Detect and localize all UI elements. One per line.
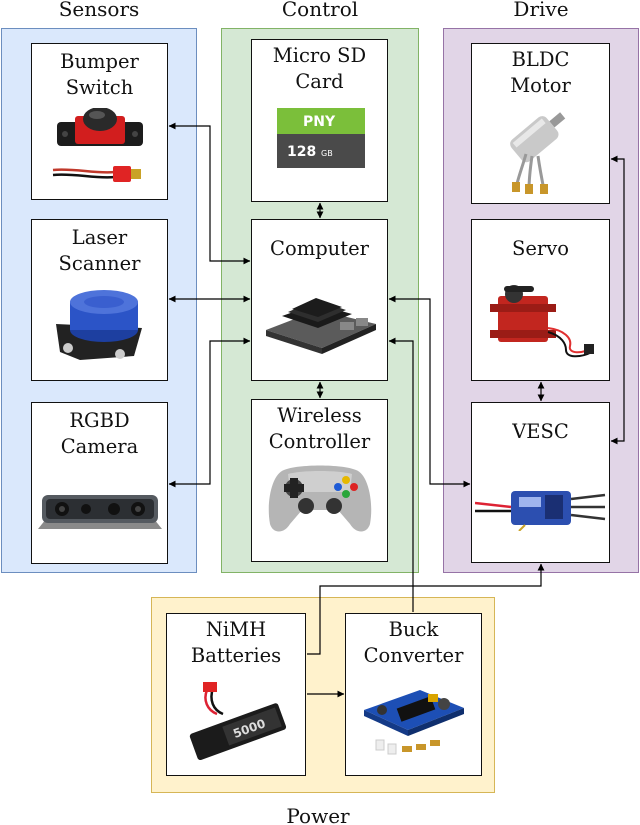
laser-scanner-node: Laser Scanner <box>31 219 168 381</box>
computer-node: Computer <box>251 219 388 381</box>
sd-card-brand: PNY <box>303 114 336 130</box>
drive-group-title: Drive <box>513 0 569 21</box>
motor-icon <box>510 112 566 194</box>
depth-camera-icon <box>38 495 162 529</box>
gamepad-icon <box>268 465 372 532</box>
sd-card-icon: PNY 128 GB <box>277 108 365 168</box>
control-group-title: Control <box>281 0 359 21</box>
edge-nimh-vesc <box>307 563 545 655</box>
edge-bldc-vesc <box>610 155 625 445</box>
servo-node: Servo <box>471 219 610 381</box>
nimh-batteries-label: NiMH Batteries <box>190 618 282 667</box>
wireless-controller-node: Wireless Controller <box>251 399 388 562</box>
buck-converter-node: Buck Converter <box>345 613 482 776</box>
rgbd-camera-label: RGBD Camera <box>60 409 139 458</box>
power-group-title: Power <box>286 804 350 825</box>
nimh-batteries-node: NiMH Batteries 5000 <box>166 613 306 776</box>
edge-rgbd-computer <box>168 337 251 488</box>
speed-controller-icon <box>475 491 606 531</box>
micro-sd-card-label: Micro SD Card <box>272 44 367 93</box>
servo-label: Servo <box>512 237 569 260</box>
edge-bumper-computer <box>168 122 251 265</box>
bumper-switch-icon <box>52 108 143 182</box>
laser-scanner-icon <box>56 290 142 360</box>
sd-card-unit: GB <box>321 149 333 158</box>
wireless-controller-label: Wireless Controller <box>268 404 371 453</box>
laser-scanner-label: Laser Scanner <box>58 226 141 275</box>
buck-converter-icon <box>364 690 464 755</box>
edge-computer-vesc <box>388 295 471 488</box>
battery-pack-icon: 5000 <box>189 682 287 761</box>
bldc-motor-label: BLDC Motor <box>510 48 571 97</box>
vesc-node: VESC <box>471 402 610 563</box>
servo-icon <box>490 285 594 358</box>
edge-buck-computer <box>388 337 414 612</box>
sensors-group-title: Sensors <box>58 0 140 21</box>
compute-board-icon <box>266 298 376 354</box>
buck-converter-label: Buck Converter <box>363 618 464 667</box>
computer-label: Computer <box>270 237 369 260</box>
bldc-motor-node: BLDC Motor <box>471 43 610 204</box>
micro-sd-card-node: Micro SD Card PNY 128 GB <box>251 39 388 202</box>
rgbd-camera-node: RGBD Camera <box>31 402 168 564</box>
vesc-label: VESC <box>512 420 569 443</box>
bumper-switch-label: Bumper Switch <box>60 50 139 99</box>
bumper-switch-node: Bumper Switch <box>31 43 168 200</box>
sd-card-capacity: 128 <box>287 144 316 160</box>
